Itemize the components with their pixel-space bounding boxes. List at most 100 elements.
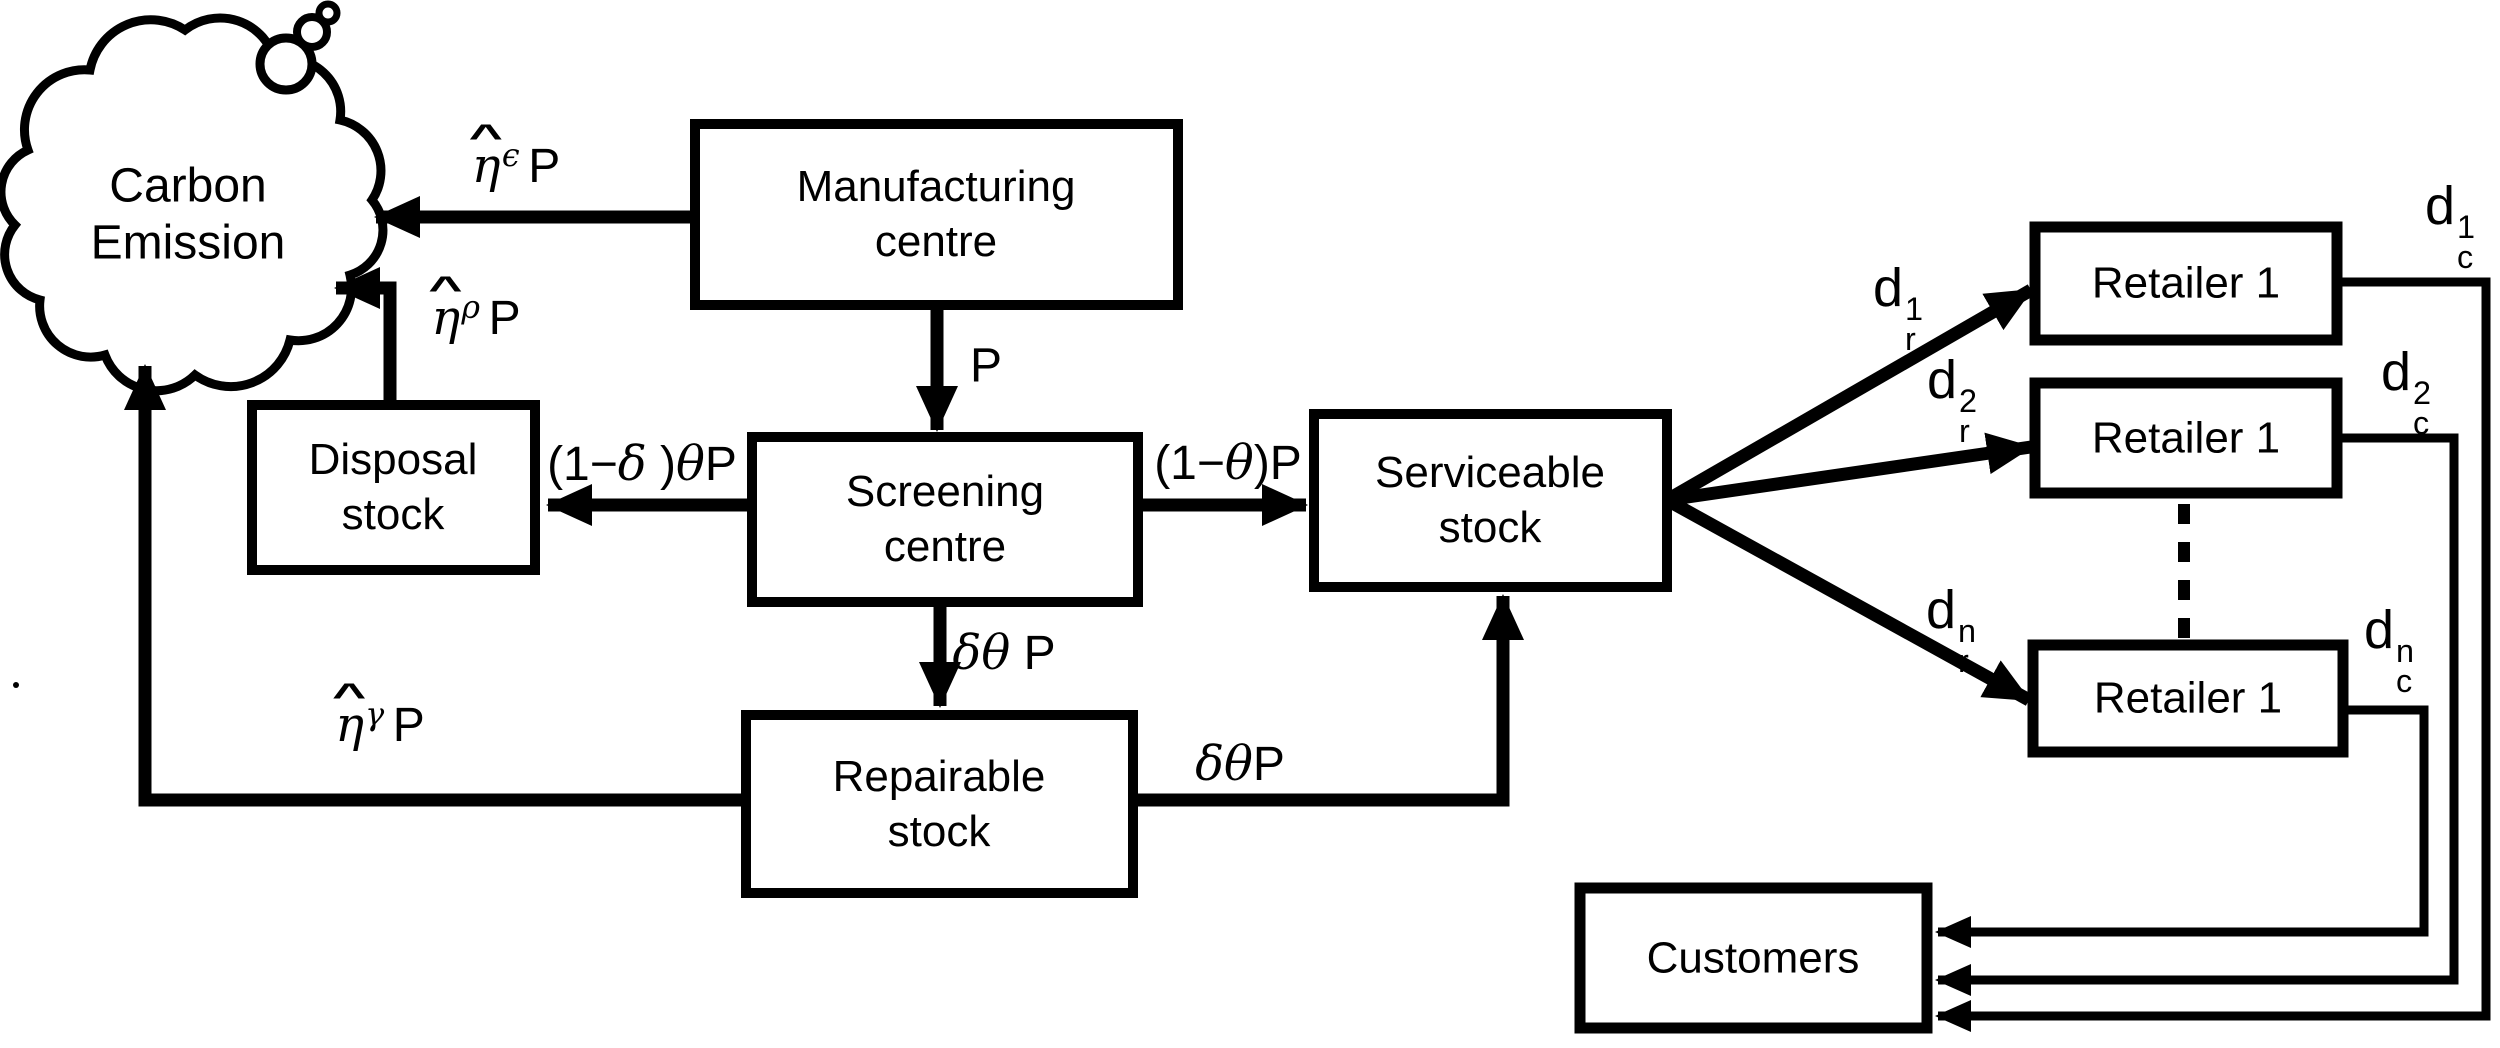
cloud-label-line1: Carbon (109, 159, 267, 213)
f-mid: ) (646, 438, 677, 491)
eta-sup: ρ (461, 290, 481, 327)
d-sub: c (2413, 405, 2430, 442)
retailer-n-label: Retailer 1 (2093, 673, 2283, 723)
d-sup: n (2396, 632, 2415, 669)
d-sup: 1 (1905, 290, 1924, 327)
disposal-label-line2: stock (341, 490, 445, 539)
eta-sup: ϵ (501, 138, 520, 175)
f-theta: θ (1224, 435, 1254, 491)
flow-label-delta-theta-p-right: δθP (1195, 736, 1285, 792)
cloud-bubble-medium-icon (293, 13, 331, 51)
arrow-serviceable-to-retailer-2 (1666, 432, 2033, 507)
serviceable-label-line1: Serviceable (1375, 448, 1605, 497)
cloud-bubble-small-icon (315, 0, 341, 26)
arrow-repairable-to-cloud (124, 364, 746, 807)
screening-box (747, 432, 1143, 607)
flow-label-1-minus-theta-p: (1−θ)P (1154, 435, 1302, 491)
arrow-serviceable-to-retailer-1 (1663, 284, 2035, 506)
f-post: P (1010, 627, 1056, 680)
cloud-label: Carbon Emission (91, 158, 286, 271)
f-delta: δ (617, 436, 647, 492)
eta-base: η (335, 697, 364, 753)
retailer-n-box (2027, 639, 2349, 758)
d-sup: 1 (2457, 208, 2476, 245)
serviceable-label: Serviceable stock (1375, 445, 1605, 555)
customers-box (1574, 882, 1933, 1034)
d-sub: c (2457, 239, 2474, 276)
repairable-label: Repairable stock (833, 749, 1046, 859)
manufacturing-label-line1: Manufacturing (796, 162, 1076, 211)
cloud-bubble-large-icon (255, 33, 317, 95)
d-sub: r (1905, 321, 1916, 358)
f-theta: θ (676, 436, 705, 492)
eta-base: η (431, 290, 461, 346)
eta-tail: P (392, 699, 425, 752)
arrow-retailer-2-to-customers (1935, 433, 2459, 996)
manufacturing-label: Manufacturing centre (797, 159, 1076, 269)
screening-label-line2: centre (883, 522, 1007, 571)
disposal-label-line1: Disposal (308, 435, 478, 484)
f-mid: ) (1253, 437, 1270, 490)
manufacturing-box (690, 119, 1183, 310)
f-pre: (1− (547, 438, 618, 491)
repairable-box (741, 710, 1138, 898)
artifact-dot (13, 682, 19, 688)
manufacturing-label-line2: centre (874, 217, 998, 266)
arrow-disposal-to-cloud (334, 267, 397, 405)
repairable-label-line1: Repairable (832, 752, 1046, 801)
d-base: d (1872, 257, 1904, 318)
arrow-retailer-n-to-customers (1935, 705, 2429, 948)
customers-label: Customers (1646, 933, 1860, 983)
flow-label-1-minus-delta-theta-p: (1−δ )θP (547, 436, 737, 492)
arrow-serviceable-to-retailer-n (1663, 494, 2033, 706)
arrow-retailer-1-to-customers (1935, 277, 2491, 1032)
f-delta: δ (952, 625, 982, 681)
d-base: d (2380, 341, 2412, 402)
f-post: P (704, 438, 737, 491)
hat-icon: ^ (332, 676, 367, 715)
retailer-1-label: Retailer 1 (2091, 258, 2281, 308)
d-sub: r (1958, 643, 1969, 680)
d-sup: n (1958, 612, 1977, 649)
flow-label-p: P (969, 339, 1003, 393)
f-pre: (1− (1154, 437, 1225, 490)
d-sup: 2 (1959, 382, 1978, 419)
disposal-label: Disposal stock (309, 432, 478, 542)
retailer-1-box (2029, 221, 2343, 346)
screening-label: Screening centre (846, 464, 1044, 574)
screening-label-line1: Screening (845, 467, 1045, 516)
d-base: d (1926, 349, 1958, 410)
f-theta: θ (1223, 736, 1253, 792)
retailer-2-label: Retailer 1 (2091, 413, 2281, 463)
f-delta: δ (1195, 736, 1224, 792)
f-theta: θ (981, 625, 1011, 681)
f-post: P (1252, 738, 1285, 791)
disposal-box (247, 400, 540, 575)
d-sup: 2 (2413, 374, 2432, 411)
eta-base: η (471, 138, 501, 194)
flow-label-delta-theta-p-down: δθ P (952, 625, 1055, 681)
d-base: d (1925, 579, 1957, 640)
hat-icon: ^ (428, 269, 463, 308)
serviceable-label-line2: stock (1438, 503, 1542, 552)
serviceable-box (1309, 409, 1672, 592)
f-post: P (1269, 437, 1302, 490)
repairable-label-line2: stock (887, 807, 991, 856)
hat-icon: ^ (469, 117, 504, 156)
eta-tail: P (528, 140, 561, 193)
d-sub: c (2396, 663, 2413, 700)
eta-sup: γ (365, 697, 385, 734)
eta-tail: P (488, 292, 521, 345)
d-base: d (2424, 175, 2456, 236)
